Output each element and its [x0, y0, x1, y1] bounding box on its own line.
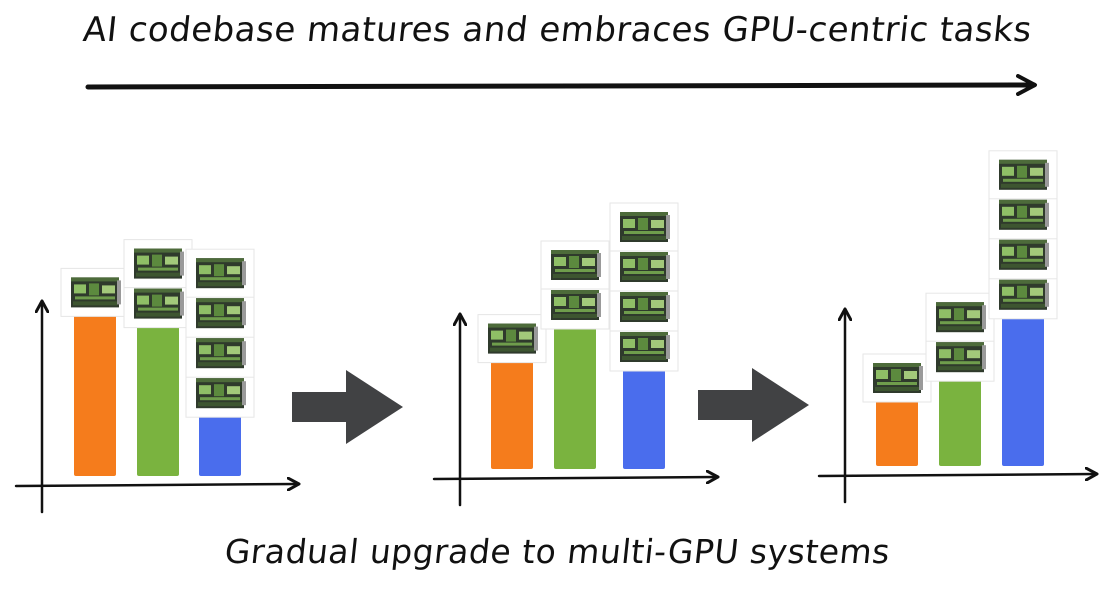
gpu-card-icon: [123, 239, 193, 289]
gpu-card-icon: [185, 248, 255, 298]
bar-blue: [623, 357, 665, 469]
gpu-card-icon: [540, 240, 610, 290]
right-block-arrow-icon: [698, 368, 809, 442]
bar-green: [137, 313, 179, 476]
bar-group-stage-2: [432, 202, 717, 507]
bar-orange: [74, 302, 116, 476]
bar-blue: [199, 403, 241, 476]
diagram-caption: Gradual upgrade to multi-GPU systems: [222, 532, 893, 571]
gpu-card-icon: [862, 353, 932, 403]
bar-orange: [491, 348, 533, 469]
bar-orange: [876, 388, 918, 466]
bar-blue: [1002, 304, 1044, 466]
bar-green: [939, 367, 981, 466]
x-axis: [432, 477, 717, 479]
right-block-arrow-icon: [292, 370, 403, 444]
gpu-card-icon: [609, 202, 679, 252]
gpu-card-icon: [988, 150, 1058, 200]
x-axis: [817, 474, 1096, 476]
x-axis: [14, 484, 298, 486]
progression-arrow: [85, 74, 1037, 97]
gpu-card-icon: [60, 267, 130, 317]
gpu-card-icon: [477, 314, 547, 364]
bar-green: [554, 315, 596, 469]
gpu-card-icon: [925, 292, 995, 342]
bar-group-stage-1: [14, 239, 298, 514]
bar-group-stage-3: [817, 150, 1096, 504]
